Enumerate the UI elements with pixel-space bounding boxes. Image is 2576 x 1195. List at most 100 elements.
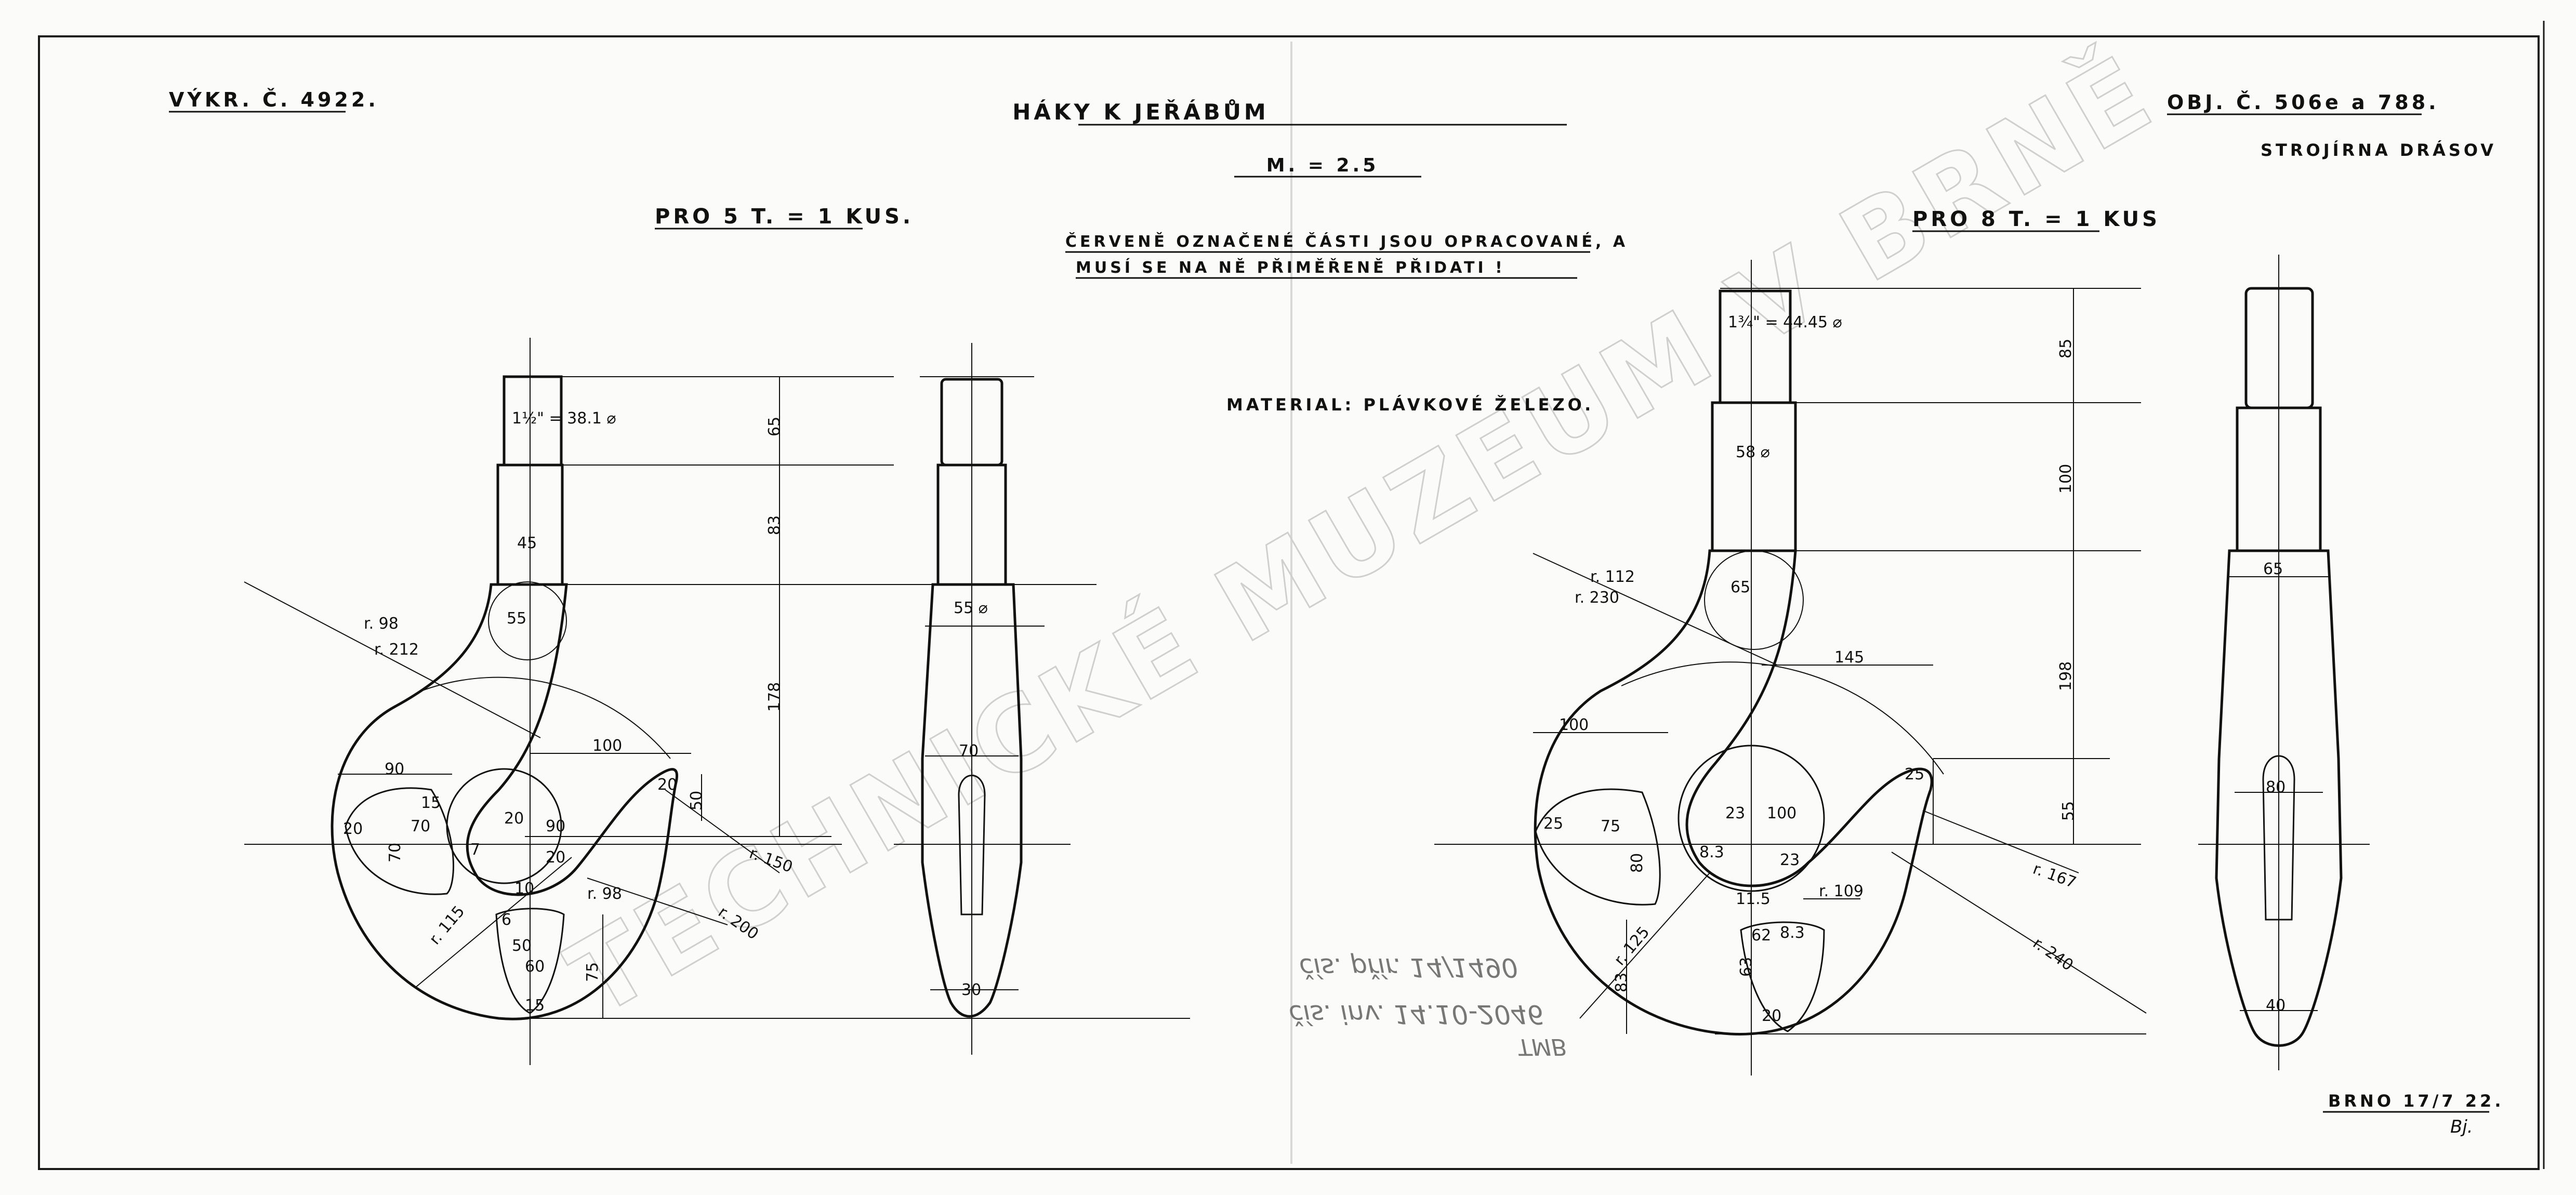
stamp-line-3: čís. přír. 14/1490: [1299, 952, 1518, 982]
dim-line: [1579, 872, 1710, 1019]
dim-label: 25: [1905, 765, 1924, 784]
dim-label: 85: [2057, 339, 2075, 358]
initials: Bj.: [2450, 1117, 2473, 1137]
dim-label: r. 109: [1819, 882, 1864, 900]
dim-label: 100: [1559, 716, 1589, 734]
dim-label: 100: [1767, 804, 1796, 822]
dim-label: 65: [1730, 578, 1750, 596]
dim-label: 30: [961, 981, 981, 999]
dim-line: [415, 857, 572, 988]
dim-line: [587, 878, 728, 925]
order-number: OBJ. Č. 506e a 788.: [2167, 91, 2439, 114]
hook-left-neck-circle: [488, 581, 567, 660]
dim-label: 178: [765, 682, 784, 712]
workshop: STROJÍRNA DRÁSOV: [2261, 140, 2496, 160]
dim-label: 62: [1751, 926, 1771, 945]
dim-label: 1¾" = 44.45 ⌀: [1728, 313, 1842, 331]
dim-label: 55: [507, 609, 526, 628]
dim-label: 7: [470, 841, 480, 859]
dim-label: r. 98: [587, 885, 622, 903]
dim-label: 15: [525, 997, 545, 1015]
hook-right-bottom-section: [1740, 921, 1825, 1032]
dim-label: 58 ⌀: [1736, 443, 1770, 461]
dim-label: 50: [512, 937, 532, 955]
dim-label: 20: [504, 809, 524, 828]
scale: M. = 2.5: [1266, 155, 1379, 176]
dim-line: [1891, 852, 2147, 1014]
dim-line: [1922, 810, 2079, 873]
dim-label: 8.3: [1780, 924, 1805, 942]
dim-label: r. 212: [374, 641, 419, 659]
dim-label: 10: [514, 880, 534, 898]
hook-left-dimensions: [244, 376, 1190, 1019]
dim-label: 50: [688, 791, 706, 811]
hook-left-bottom-section: [495, 908, 565, 1014]
dim-label: 100: [2057, 464, 2075, 494]
dim-label: 45: [517, 534, 537, 552]
hook-right-neck-circle: [1704, 550, 1804, 650]
stamp-line-1: TMB: [1517, 1033, 1567, 1060]
hook-right-side-slot: [2262, 755, 2295, 921]
dim-label: 100: [592, 737, 622, 755]
dim-label: 70: [959, 742, 979, 760]
dim-line: [665, 789, 780, 873]
hook-left-front-view: [244, 338, 842, 1065]
dim-label: 80: [1628, 853, 1646, 873]
note-line-1: ČERVENĚ OZNAČENÉ ČÁSTI JSOU OPRACOVANÉ, …: [1065, 232, 1628, 251]
dim-label: 60: [525, 958, 545, 976]
drawing-number: VÝKR. Č. 4922.: [169, 88, 379, 111]
dim-label: 23: [1725, 804, 1745, 822]
hook-right-arc-230: [1621, 661, 1944, 775]
dim-label: 20: [657, 776, 677, 794]
dim-label: 55: [2059, 801, 2078, 821]
hook-right-section: [1535, 788, 1661, 906]
hook-left-body-outline: [331, 583, 679, 1020]
hook-right-heading: PRO 8 T. = 1 KUS: [1912, 207, 2160, 231]
dim-label: 15: [421, 794, 441, 812]
dim-label: 25: [1543, 815, 1563, 833]
hook-left-side-slot: [958, 775, 986, 915]
dim-label: 65: [2263, 560, 2283, 578]
drawing-frame: [38, 35, 2540, 1170]
dim-label: 65: [765, 417, 784, 436]
dim-label: 8.3: [1699, 843, 1724, 861]
hook-right-side-body: [2215, 549, 2343, 1047]
dim-label: 90: [385, 760, 404, 778]
dim-label: 6: [501, 911, 511, 929]
dim-line: [244, 581, 541, 738]
hook-left-heading: PRO 5 T. = 1 KUS.: [655, 205, 914, 229]
dim-label: 83: [765, 515, 784, 535]
place-date: BRNO 17/7 22.: [2328, 1091, 2504, 1111]
dim-label: 23: [1780, 851, 1800, 869]
material: MATERIAL: PLÁVKOVÉ ŽELEZO.: [1226, 395, 1594, 415]
dim-label: 198: [2057, 661, 2075, 691]
dim-label: 11.5: [1736, 890, 1771, 908]
hook-left-arc-212: [420, 676, 671, 759]
dim-label: 20: [1762, 1007, 1781, 1025]
hook-right-side-view: [2198, 255, 2370, 1070]
hook-right-body-outline: [1534, 549, 1933, 1035]
hook-right-dimensions: [1533, 288, 2147, 1034]
dim-label: 83: [1613, 973, 1631, 992]
note-line-2: MUSÍ SE NA NĚ PŘIMĚŘENĚ PŘIDATI !: [1076, 258, 1505, 277]
dim-label: r. 230: [1575, 589, 1619, 607]
dim-label: 80: [2266, 778, 2286, 796]
dim-label: 70: [386, 843, 404, 862]
museum-stamp: TMB čís. inv. 14.10-2046 čís. přír. 14/1…: [1289, 952, 1567, 1060]
dim-label: 20: [343, 820, 363, 838]
dim-label: r. 98: [364, 615, 399, 633]
dim-label: r. 112: [1590, 568, 1635, 586]
dim-label: 20: [546, 848, 565, 867]
dim-label: 75: [584, 962, 602, 982]
dim-line: [1533, 553, 1778, 666]
title: HÁKY K JEŘÁBŮM: [1012, 99, 1269, 125]
stamp-line-2: čís. inv. 14.10-2046: [1289, 999, 1544, 1029]
dim-label: 1½" = 38.1 ⌀: [512, 409, 616, 428]
dim-label: 145: [1834, 648, 1864, 667]
dim-label: 63: [1737, 957, 1755, 977]
dim-label: 75: [1601, 817, 1620, 835]
dim-label: 90: [546, 817, 565, 835]
dim-label: 70: [411, 817, 430, 835]
hook-left-section: [345, 787, 454, 895]
